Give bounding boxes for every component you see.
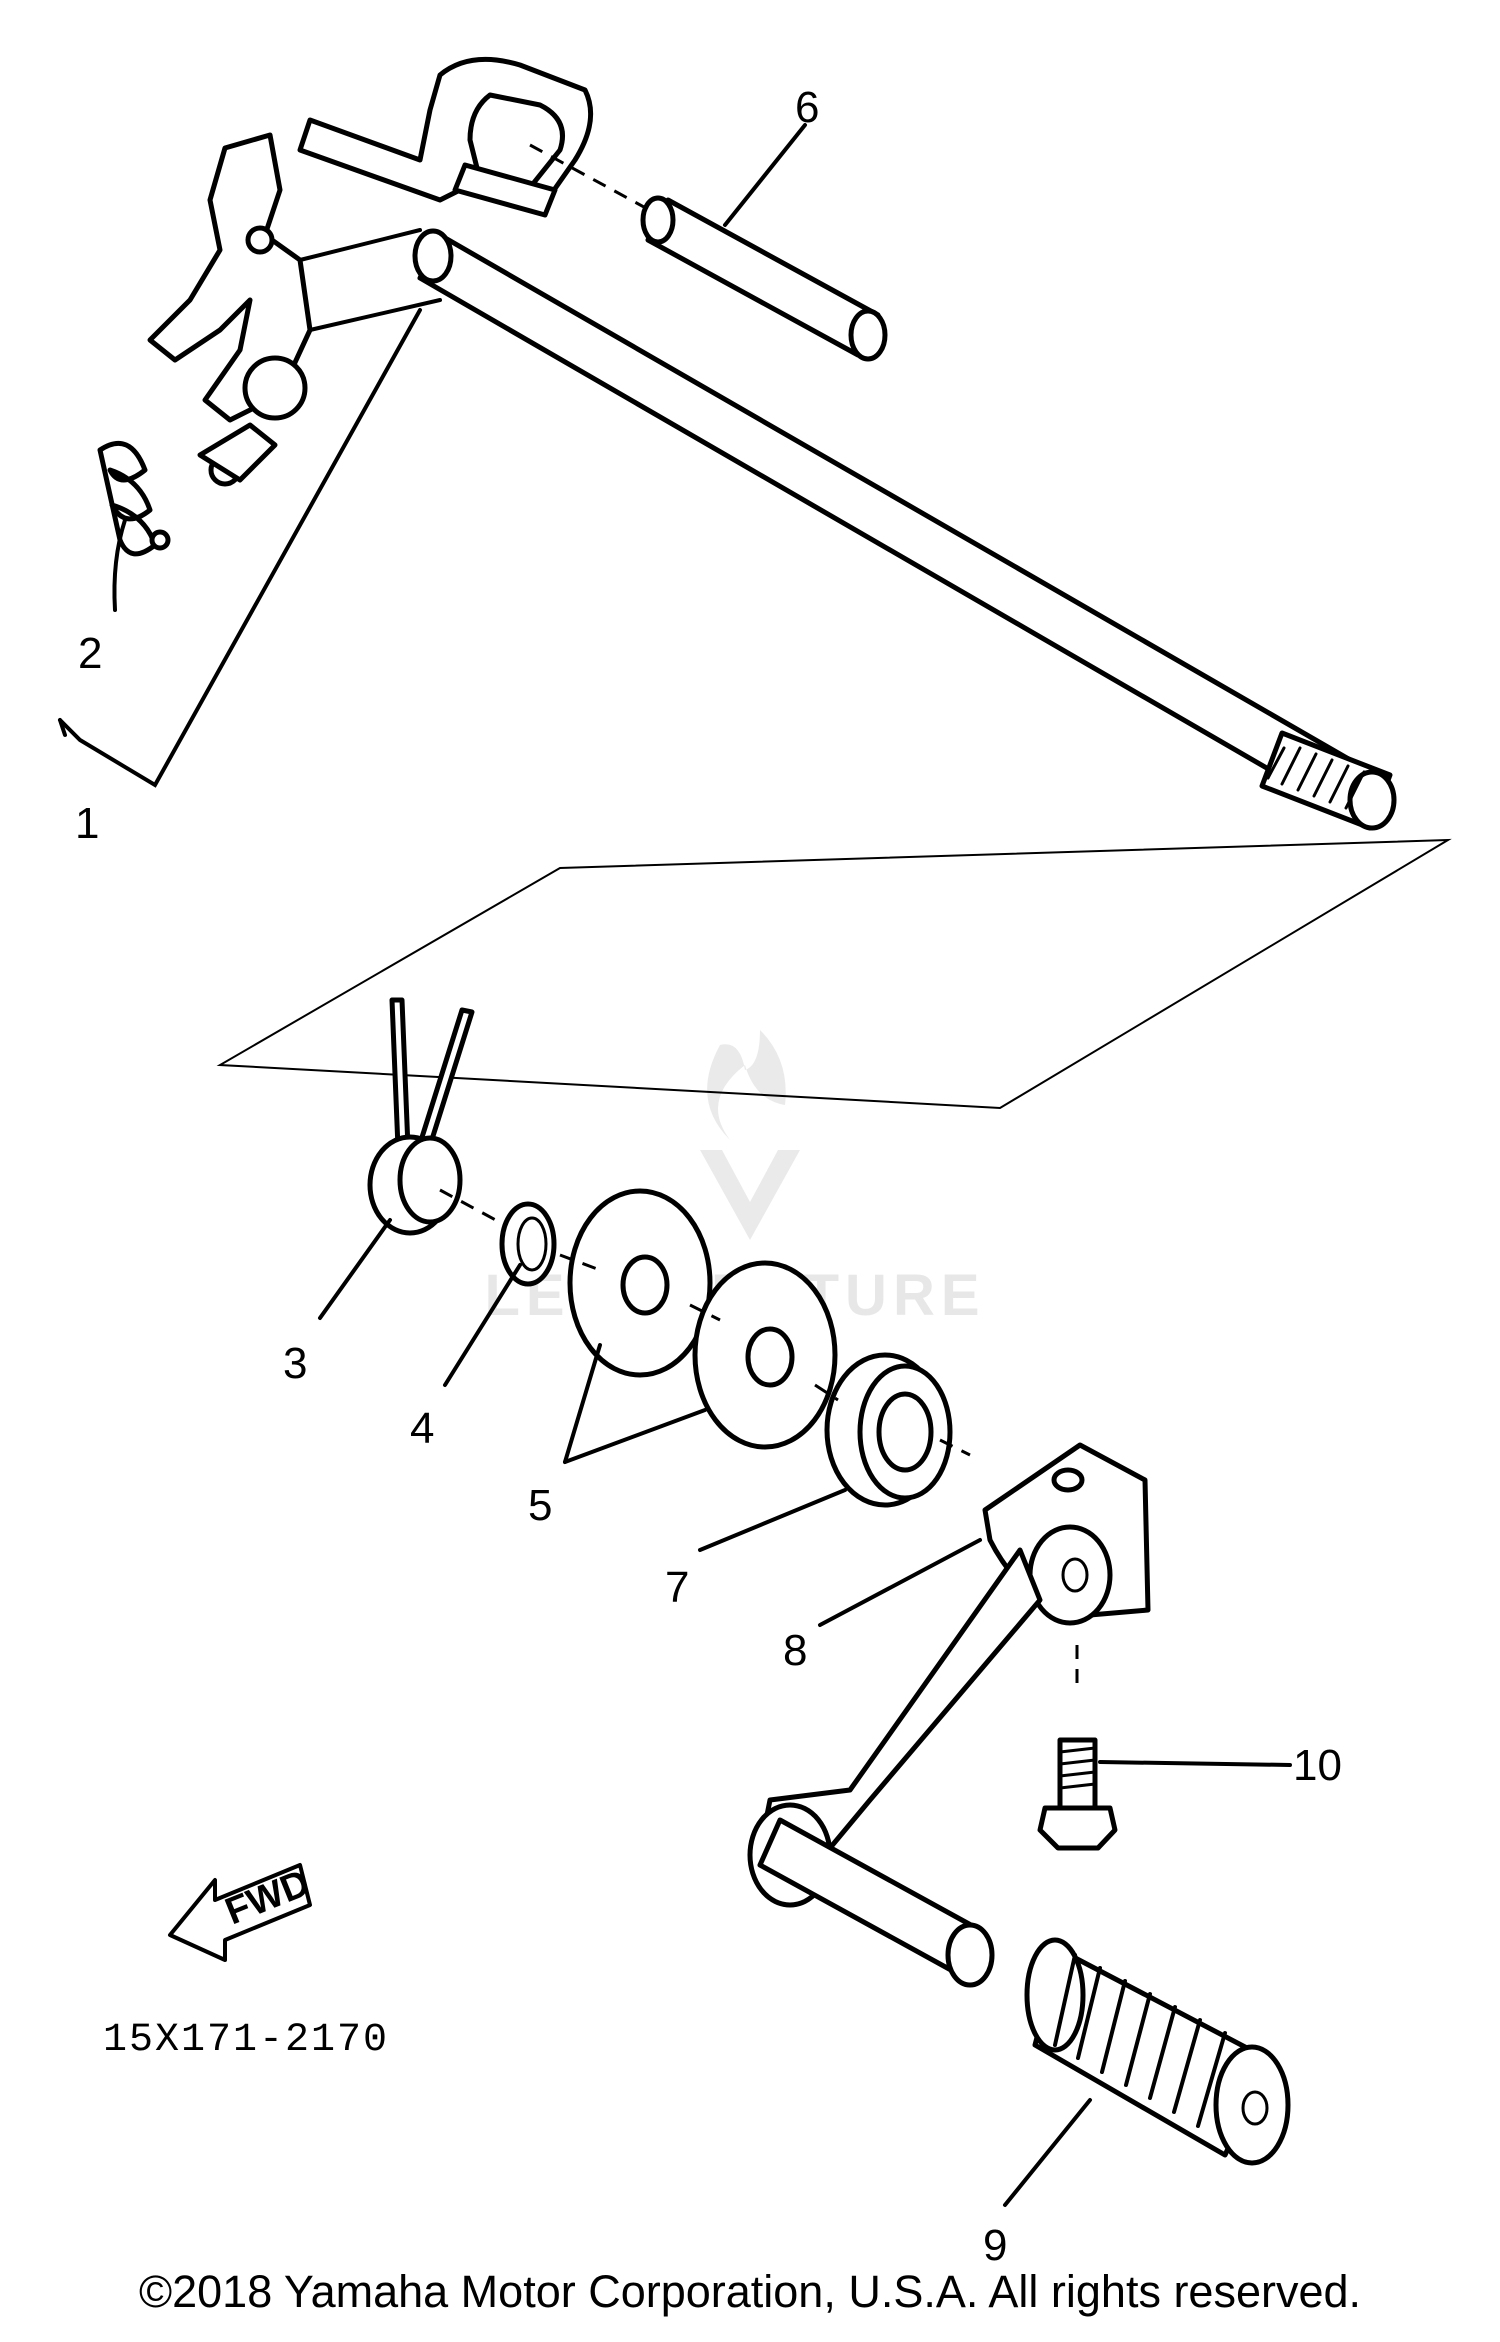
pedal-rubber: [1024, 1937, 1291, 2166]
callout-10: 10: [1293, 1741, 1342, 1790]
circlip: [499, 1201, 557, 1287]
callout-3: 3: [283, 1339, 307, 1388]
leader-1-tick: [58, 718, 67, 737]
callout-4: 4: [410, 1404, 434, 1453]
assembly-axis-dashed: [439, 1188, 971, 1457]
callout-6: 6: [795, 83, 819, 132]
shift-pedal-lever: [747, 1442, 1151, 1988]
callout-9: 9: [983, 2221, 1007, 2270]
bolt: [1037, 1645, 1118, 1851]
forward-direction-arrow: FWD: [168, 1862, 316, 1962]
callout-8: 8: [783, 1626, 807, 1675]
drawing-part-code: 15X171-2170: [103, 2018, 389, 2063]
leader-7: [698, 1488, 847, 1552]
washer-lower: [692, 1260, 838, 1450]
shift-shaft-assembly: [147, 56, 1397, 831]
torsion-spring: [367, 997, 475, 1236]
leader-10: [1098, 1760, 1292, 1767]
copyright-notice: ©2018 Yamaha Motor Corporation, U.S.A. A…: [138, 2266, 1362, 2317]
oil-seal: [824, 1352, 953, 1508]
leader-5a: [563, 1343, 602, 1464]
callout-7: 7: [665, 1563, 689, 1612]
washer-upper: [567, 1188, 713, 1378]
collar-pin: [640, 195, 888, 362]
alignment-box-upper: [216, 838, 1452, 1110]
leader-1: [58, 308, 422, 788]
callout-1: 1: [75, 799, 99, 848]
return-spring-small: [97, 440, 171, 557]
leader-3: [318, 1218, 392, 1320]
leader-6: [723, 123, 807, 227]
leader-4: [443, 1263, 522, 1387]
callout-2: 2: [78, 629, 102, 678]
leader-8: [818, 1538, 982, 1627]
leader-9: [1003, 2098, 1092, 2207]
callout-5: 5: [528, 1481, 552, 1530]
leader-2: [112, 518, 127, 612]
leader-5b: [563, 1408, 707, 1464]
